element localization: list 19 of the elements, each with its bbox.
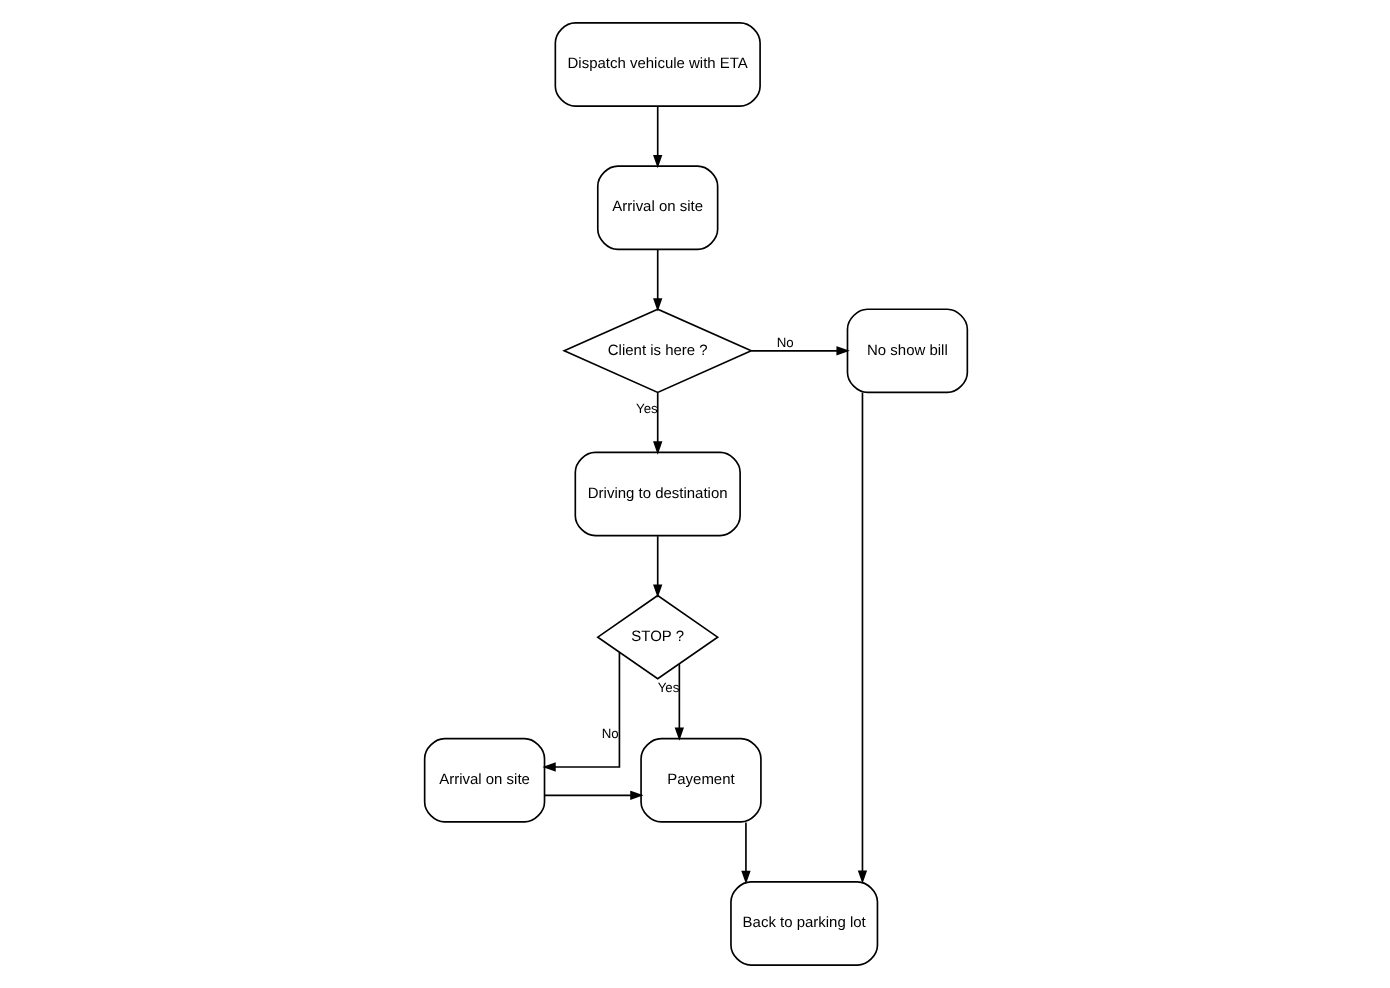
arrow [652,105,662,169]
node-box: Dispatch vehicule with ETA [553,22,760,107]
node-box: Payement [639,737,761,823]
arrow [749,346,849,356]
arrow [856,391,867,884]
arrow [543,790,643,800]
arrow [652,392,662,455]
node-box: Driving to destination [573,451,740,537]
node-diamond: STOP ? [595,594,719,680]
node-diamond: Client is here ? [561,308,753,394]
node-box: Back to parking lot [729,881,878,966]
arrow [673,663,684,741]
arrow [652,535,662,598]
node-box: Arrival on site [595,165,718,251]
arrow [541,651,620,772]
node-box: Arrival on site [422,737,545,823]
node-box: No show bill [845,308,968,394]
arrow [740,821,750,885]
arrow [652,249,662,312]
